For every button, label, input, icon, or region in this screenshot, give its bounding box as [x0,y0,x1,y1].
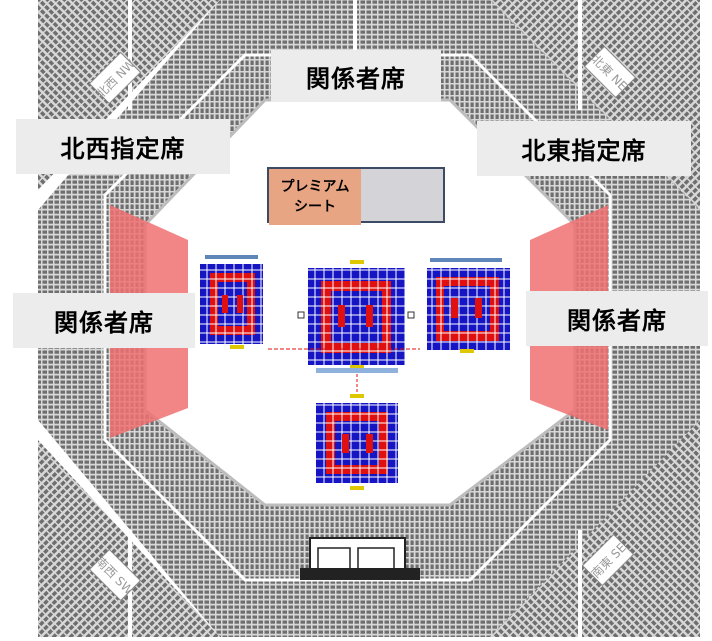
stand-se-corner [490,420,700,637]
premium-line1: プレミアム [280,179,350,195]
premium-seat-label: プレミアム シート [269,169,361,225]
label-top-relation-seat: 関係者席 [271,50,441,102]
ring-northwest [200,255,263,349]
label-east-relation-seat: 関係者席 [526,291,708,346]
south-entrance [300,537,420,580]
premium-seat-block: プレミアム シート [267,167,445,225]
premium-line2: シート [294,199,336,215]
label-northeast-reserved: 北東指定席 [477,121,691,176]
label-northwest-reserved: 北西指定席 [16,119,230,174]
ring-south [316,394,398,490]
ring-center [268,260,420,398]
ring-northeast [427,258,510,353]
label-west-relation-seat: 関係者席 [13,293,195,348]
